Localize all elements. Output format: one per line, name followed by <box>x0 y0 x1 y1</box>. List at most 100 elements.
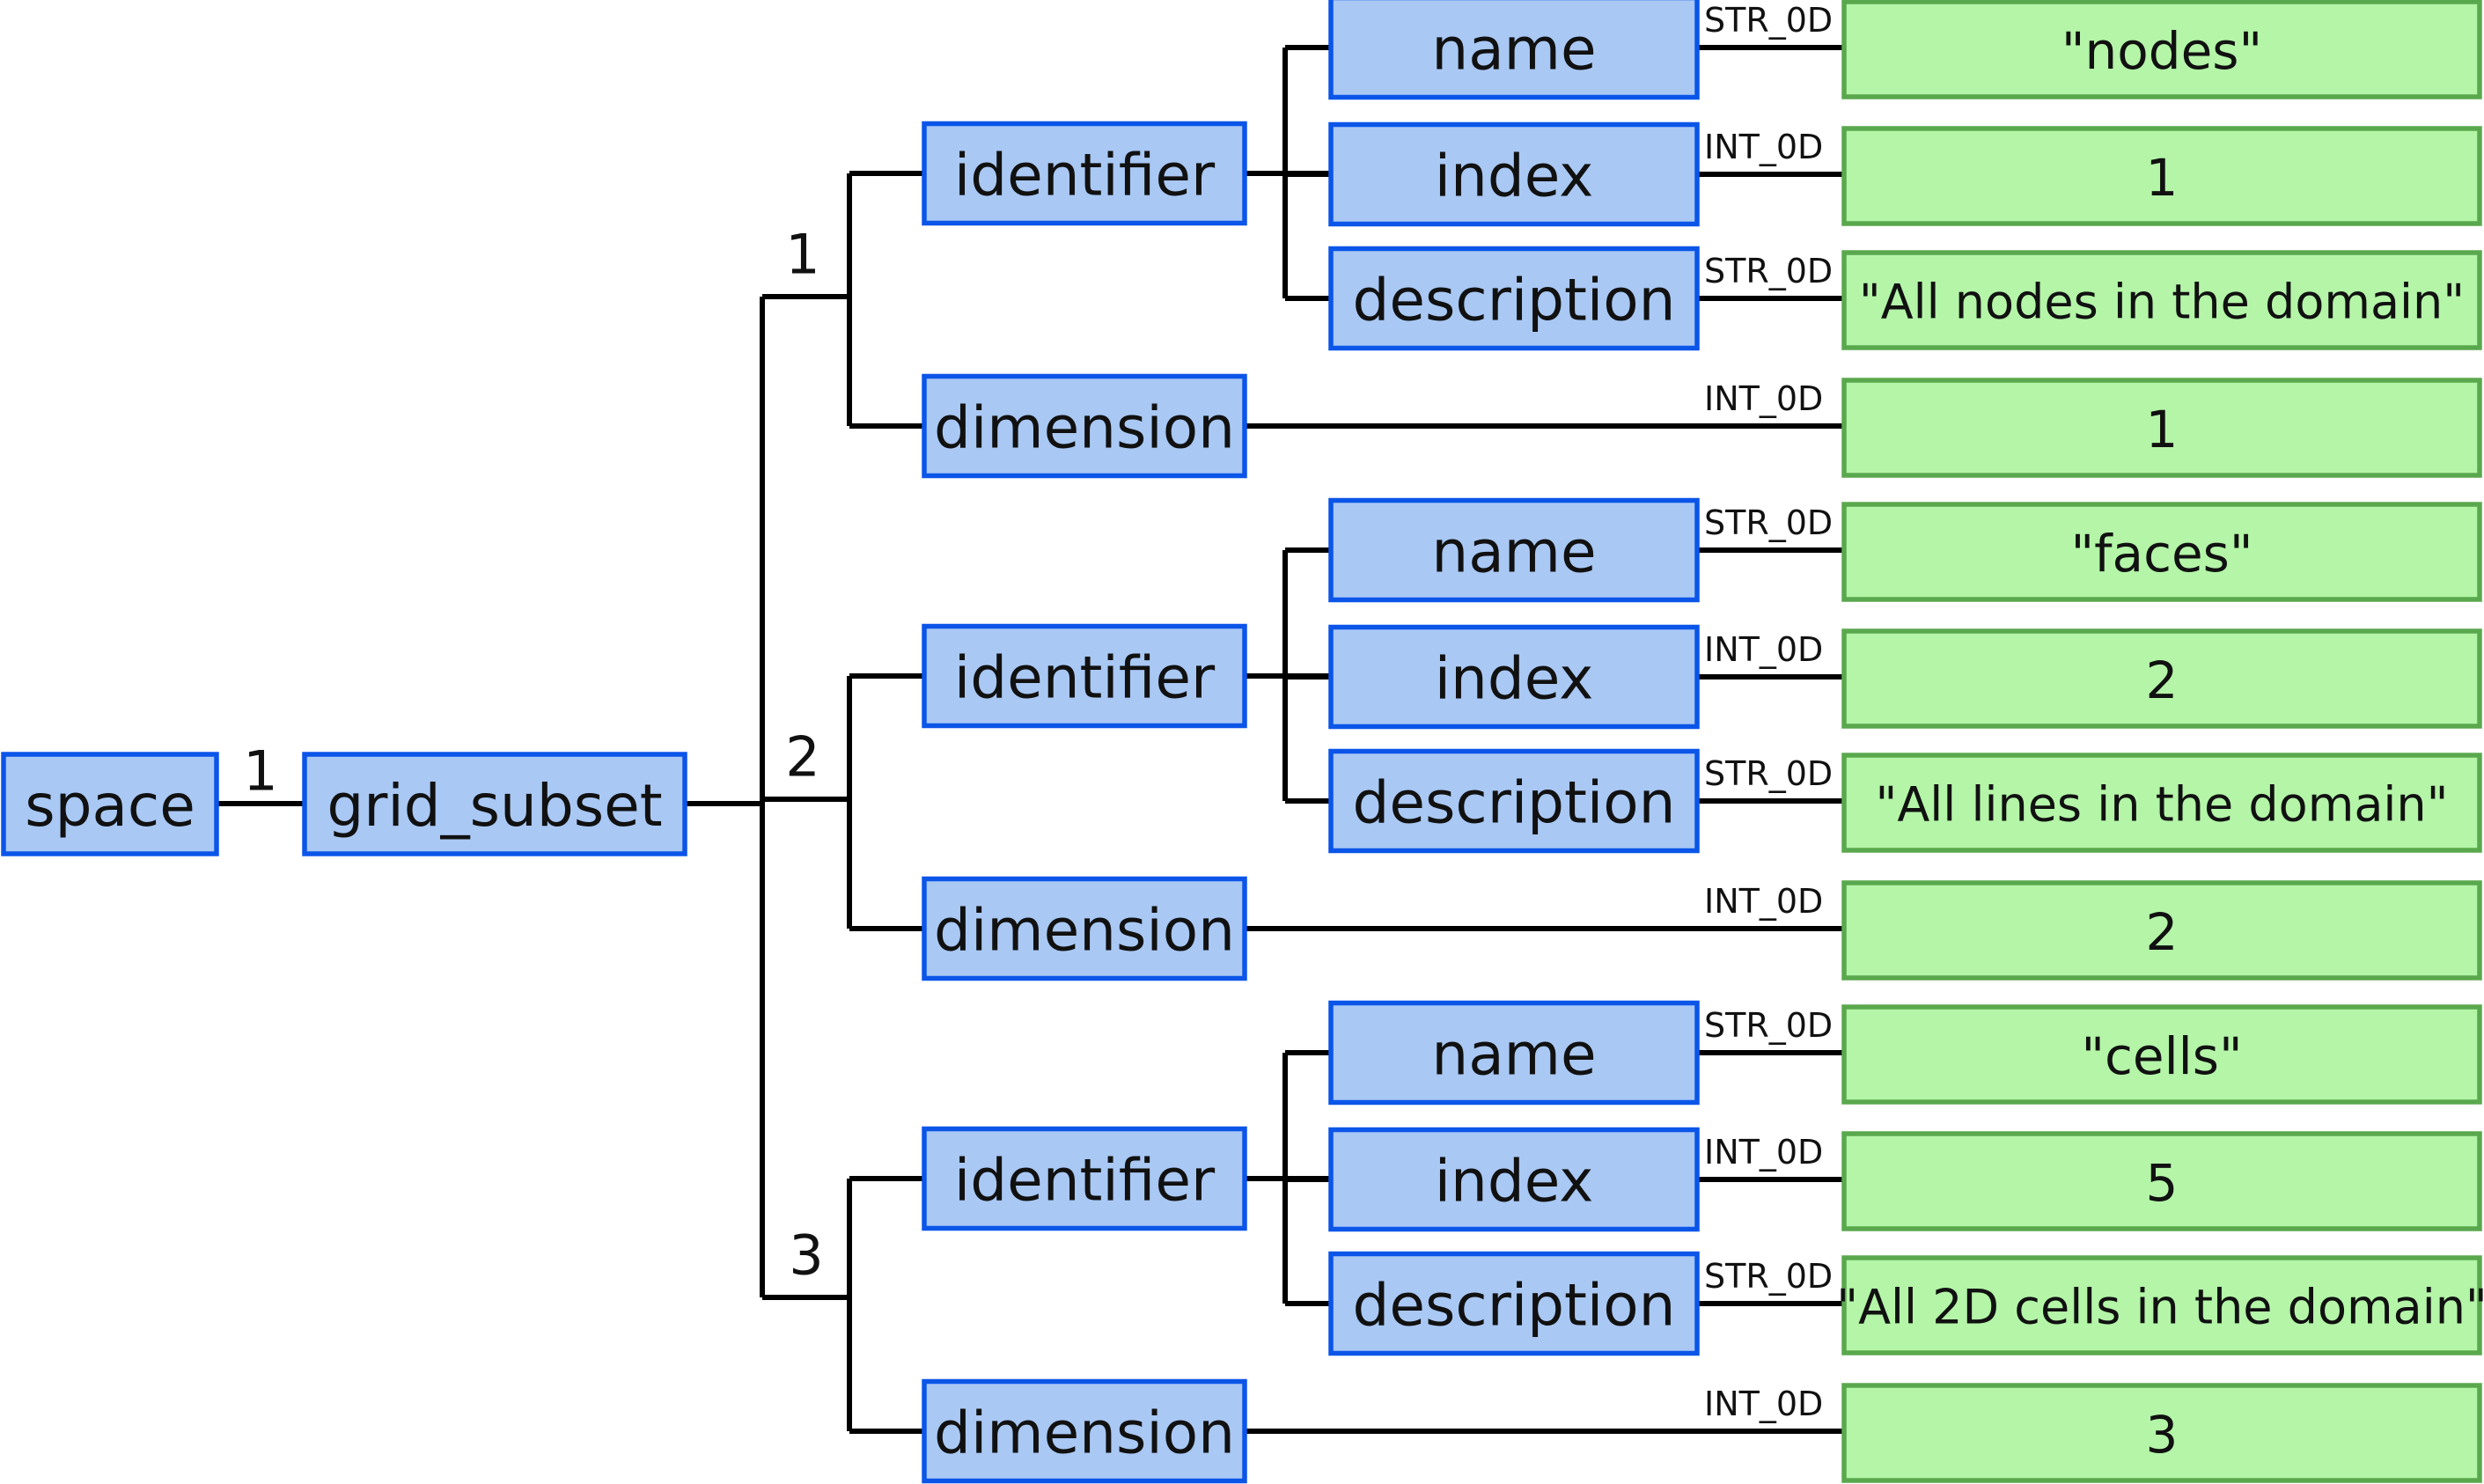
type-label: STR_0D <box>1704 1006 1833 1045</box>
identifier-node-box <box>922 623 1247 729</box>
field-node-name: name <box>1328 497 1700 603</box>
value-box: "All lines in the domain" <box>1841 753 2482 853</box>
dimension-node-box <box>922 373 1247 479</box>
field-node-index-label: index <box>1435 1148 1594 1216</box>
value-box-label: "All nodes in the domain" <box>1859 275 2465 330</box>
value-box-label: 2 <box>2146 650 2179 710</box>
value-box-label: "cells" <box>2081 1026 2242 1086</box>
identifier-node-label: identifier <box>954 142 1216 209</box>
field-node-description: description <box>1328 748 1700 854</box>
identifier-node-box <box>922 1126 1247 1231</box>
value-box-label: 5 <box>2146 1153 2179 1213</box>
field-node-description-label: description <box>1353 267 1676 334</box>
value-box: 5 <box>1841 1131 2482 1231</box>
dimension-node-label: dimension <box>934 1400 1235 1467</box>
subset-index-label: 2 <box>785 725 819 790</box>
field-node-description-label: description <box>1353 769 1676 837</box>
space-node: space <box>1 752 219 856</box>
field-node-index-box <box>1328 121 1700 227</box>
type-label: INT_0D <box>1704 882 1823 921</box>
dimension-node-box <box>922 1378 1247 1484</box>
type-label: INT_0D <box>1704 1133 1823 1172</box>
value-box-box <box>1841 880 2482 981</box>
value-box-label: 1 <box>2146 400 2179 459</box>
value-box-label: 2 <box>2146 902 2179 962</box>
grid-subset-node-box <box>302 752 687 856</box>
identifier-node: identifier <box>922 121 1247 226</box>
value-box: 1 <box>1841 378 2482 478</box>
value-box-label: "All 2D cells in the domain" <box>1836 1280 2484 1335</box>
value-box-box <box>1841 753 2482 853</box>
dimension-node-label: dimension <box>934 897 1235 965</box>
identifier-node-label: identifier <box>954 644 1216 712</box>
type-label: STR_0D <box>1704 1257 1833 1296</box>
field-node-index: index <box>1328 624 1700 730</box>
dimension-node-label: dimension <box>934 394 1235 462</box>
tree-connectors <box>217 45 1844 1434</box>
space-node-box <box>1 752 219 856</box>
type-label: INT_0D <box>1704 128 1823 166</box>
field-node-name-box <box>1328 497 1700 603</box>
field-node-description: description <box>1328 246 1700 351</box>
dimension-node: dimension <box>922 373 1247 479</box>
field-node-name: name <box>1328 0 1700 100</box>
space-multiplicity-label: 1 <box>243 739 277 804</box>
value-box-box <box>1841 502 2482 602</box>
dimension-node: dimension <box>922 876 1247 981</box>
field-node-description-box <box>1328 246 1700 351</box>
value-box-box <box>1841 0 2482 99</box>
value-box: 2 <box>1841 628 2482 729</box>
value-box: 1 <box>1841 126 2482 226</box>
value-box: "All nodes in the domain" <box>1841 250 2482 350</box>
field-node-description-label: description <box>1353 1272 1676 1340</box>
field-node-index-label: index <box>1435 143 1594 210</box>
identifier-node-box <box>922 121 1247 226</box>
value-box-label: "All lines in the domain" <box>1876 777 2449 833</box>
field-node-index-box <box>1328 624 1700 730</box>
value-box: 2 <box>1841 880 2482 981</box>
value-box: 3 <box>1841 1383 2482 1483</box>
value-box: "faces" <box>1841 502 2482 602</box>
value-box: "nodes" <box>1841 0 2482 99</box>
field-node-index: index <box>1328 1127 1700 1232</box>
grid-subset-node: grid_subset <box>302 752 687 856</box>
value-box-box <box>1841 250 2482 350</box>
subset-index-label: 1 <box>785 223 819 287</box>
space-node-label: space <box>25 772 195 840</box>
value-box-label: "faces" <box>2070 524 2253 584</box>
field-node-name-box <box>1328 1000 1700 1106</box>
field-node-description: description <box>1328 1251 1700 1356</box>
field-node-name-label: name <box>1431 16 1596 84</box>
type-label: INT_0D <box>1704 379 1823 418</box>
value-box-box <box>1841 378 2482 478</box>
value-box: "All 2D cells in the domain" <box>1836 1255 2484 1355</box>
field-node-name: name <box>1328 1000 1700 1106</box>
dimension-node: dimension <box>922 1378 1247 1484</box>
type-label: INT_0D <box>1704 1385 1823 1423</box>
type-label: STR_0D <box>1704 503 1833 542</box>
value-box-box <box>1841 1004 2482 1105</box>
subset-index-label: 3 <box>789 1223 823 1288</box>
identifier-node: identifier <box>922 623 1247 729</box>
field-node-index-box <box>1328 1127 1700 1232</box>
value-box-box <box>1841 1131 2482 1231</box>
value-box-box <box>1841 1383 2482 1483</box>
value-box-label: "nodes" <box>2061 21 2262 81</box>
value-box-box <box>1841 1255 2482 1355</box>
identifier-node: identifier <box>922 1126 1247 1231</box>
field-node-name-label: name <box>1431 518 1596 586</box>
grid-subset-node-label: grid_subset <box>327 772 662 840</box>
identifier-node-label: identifier <box>954 1147 1216 1215</box>
value-box-box <box>1841 628 2482 729</box>
field-node-name-box <box>1328 0 1700 100</box>
field-node-index: index <box>1328 121 1700 227</box>
value-box-box <box>1841 126 2482 226</box>
value-box-label: 3 <box>2146 1405 2179 1465</box>
field-node-name-label: name <box>1431 1021 1596 1089</box>
value-box: "cells" <box>1841 1004 2482 1105</box>
field-node-description-box <box>1328 748 1700 854</box>
type-label: STR_0D <box>1704 252 1833 290</box>
type-label: STR_0D <box>1704 1 1833 40</box>
